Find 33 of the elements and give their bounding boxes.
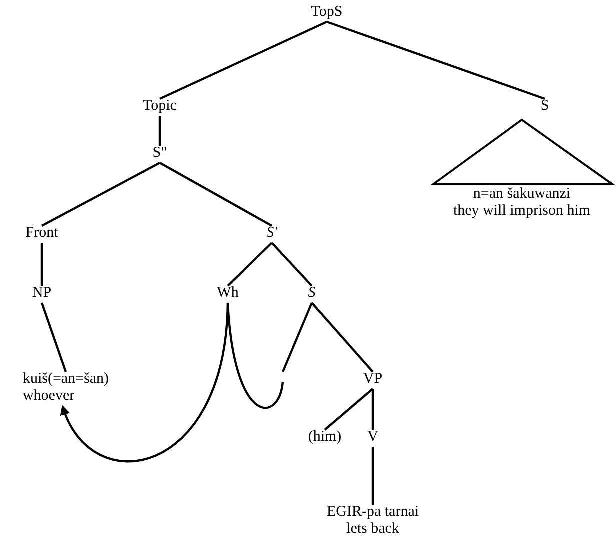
tree-branch (311, 302, 374, 373)
tree-branch (372, 389, 374, 430)
phrase-text: n=an šakuwanzi (473, 186, 571, 203)
word-text: kuiš(=an=šan) (22, 371, 110, 388)
tree-label: (him) (307, 429, 343, 446)
tree-label: S' (266, 225, 278, 242)
word-text: EGIR-pa tarnai (326, 504, 420, 521)
tree-branch (326, 20, 546, 100)
tree-branch (271, 242, 313, 287)
movement-arrow (62, 302, 230, 462)
tree-branch (282, 302, 314, 372)
tree-label: S (307, 285, 317, 302)
gloss-text: they will imprison him (453, 203, 591, 220)
gloss-text: whoever (22, 388, 75, 405)
tree-label: V (366, 429, 380, 446)
tree-label: VP (362, 371, 384, 388)
tree-branch (227, 242, 273, 287)
tree-label: NP (31, 285, 53, 302)
tree-label: Topic (142, 98, 178, 115)
tree-branch (159, 162, 273, 227)
gloss-text: lets back (346, 521, 400, 538)
tree-branch (372, 447, 374, 505)
tree-branch (324, 388, 374, 431)
tree-label: TopS (310, 4, 344, 21)
tree-label: Front (24, 225, 60, 242)
tree-branch (160, 21, 328, 100)
tree-label: S (540, 98, 550, 115)
tree-label: S" (152, 145, 168, 162)
tree-branch (41, 162, 161, 227)
tree-branch (40, 302, 68, 372)
tree-branch (40, 243, 44, 286)
tree-label: Wh (216, 285, 240, 302)
tree-branch (158, 116, 162, 146)
